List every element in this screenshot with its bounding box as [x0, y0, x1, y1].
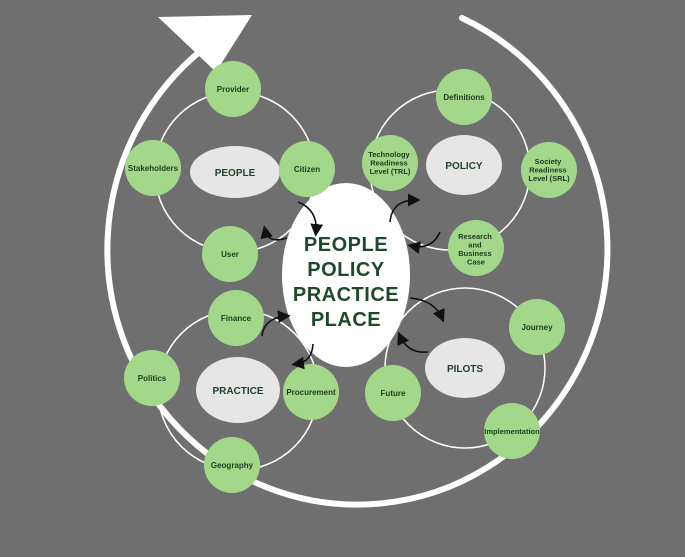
node-geography-label: Geography [211, 461, 254, 470]
node-future-label: Future [381, 389, 406, 398]
practice-hub-label: PRACTICE [212, 386, 263, 397]
node-future [365, 365, 421, 421]
connector-arrow-center-trl [389, 193, 421, 223]
node-research-business-case [448, 220, 504, 276]
node-citizen-label: Citizen [294, 165, 320, 174]
node-srl [521, 142, 577, 198]
people-hub-label: PEOPLE [215, 168, 256, 179]
node-finance [208, 290, 264, 346]
node-trl [362, 135, 418, 191]
connector-arrow-citizen-center [297, 201, 324, 237]
center-title-line-3: PRACTICE [293, 284, 399, 306]
node-definitions-label: Definitions [443, 93, 485, 102]
center-title-line-1: PEOPLE [304, 234, 388, 256]
node-srl-label: Society Readiness Level (SRL) [528, 157, 570, 183]
node-journey [509, 299, 565, 355]
node-user-label: User [221, 250, 239, 259]
node-procurement-label: Procurement [286, 388, 336, 397]
outer-cycle-arrow [104, 15, 611, 508]
connector-arrow-research-center [407, 231, 441, 254]
node-journey-label: Journey [521, 323, 553, 332]
node-procurement [283, 364, 339, 420]
node-stakeholders [125, 140, 181, 196]
policy-hub [426, 135, 502, 195]
node-politics [124, 350, 180, 406]
connector-arrow-finance-center [261, 310, 291, 337]
connector-arrow-center-procurement [291, 343, 314, 370]
node-user [202, 226, 258, 282]
node-geography [204, 437, 260, 493]
connector-arrow-center-user [260, 225, 288, 241]
node-implementation [484, 403, 540, 459]
node-definitions [436, 69, 492, 125]
node-finance-label: Finance [221, 314, 252, 323]
node-provider-label: Provider [217, 85, 249, 94]
outer-cycle-arrowhead [158, 15, 252, 72]
node-politics-label: Politics [138, 374, 167, 383]
node-research-business-case-label: Research and Business Case [458, 232, 494, 267]
pilots-hub-label: PILOTS [447, 364, 483, 375]
center-title-line-2: POLICY [307, 259, 385, 281]
node-trl-label: Technology Readiness Level (TRL) [368, 150, 412, 176]
center-title-line-4: PLACE [311, 309, 381, 331]
node-citizen [279, 141, 335, 197]
node-implementation-label: Implementation [484, 427, 540, 436]
node-provider [205, 61, 261, 117]
node-stakeholders-label: Stakeholders [128, 164, 179, 173]
policy-hub-label: POLICY [445, 161, 483, 172]
people-hub [190, 146, 280, 198]
practice-hub [196, 357, 280, 423]
pilots-hub [425, 338, 505, 398]
connector-arrow-pilots-center [397, 331, 429, 353]
connector-arrow-center-pilots [409, 297, 445, 323]
